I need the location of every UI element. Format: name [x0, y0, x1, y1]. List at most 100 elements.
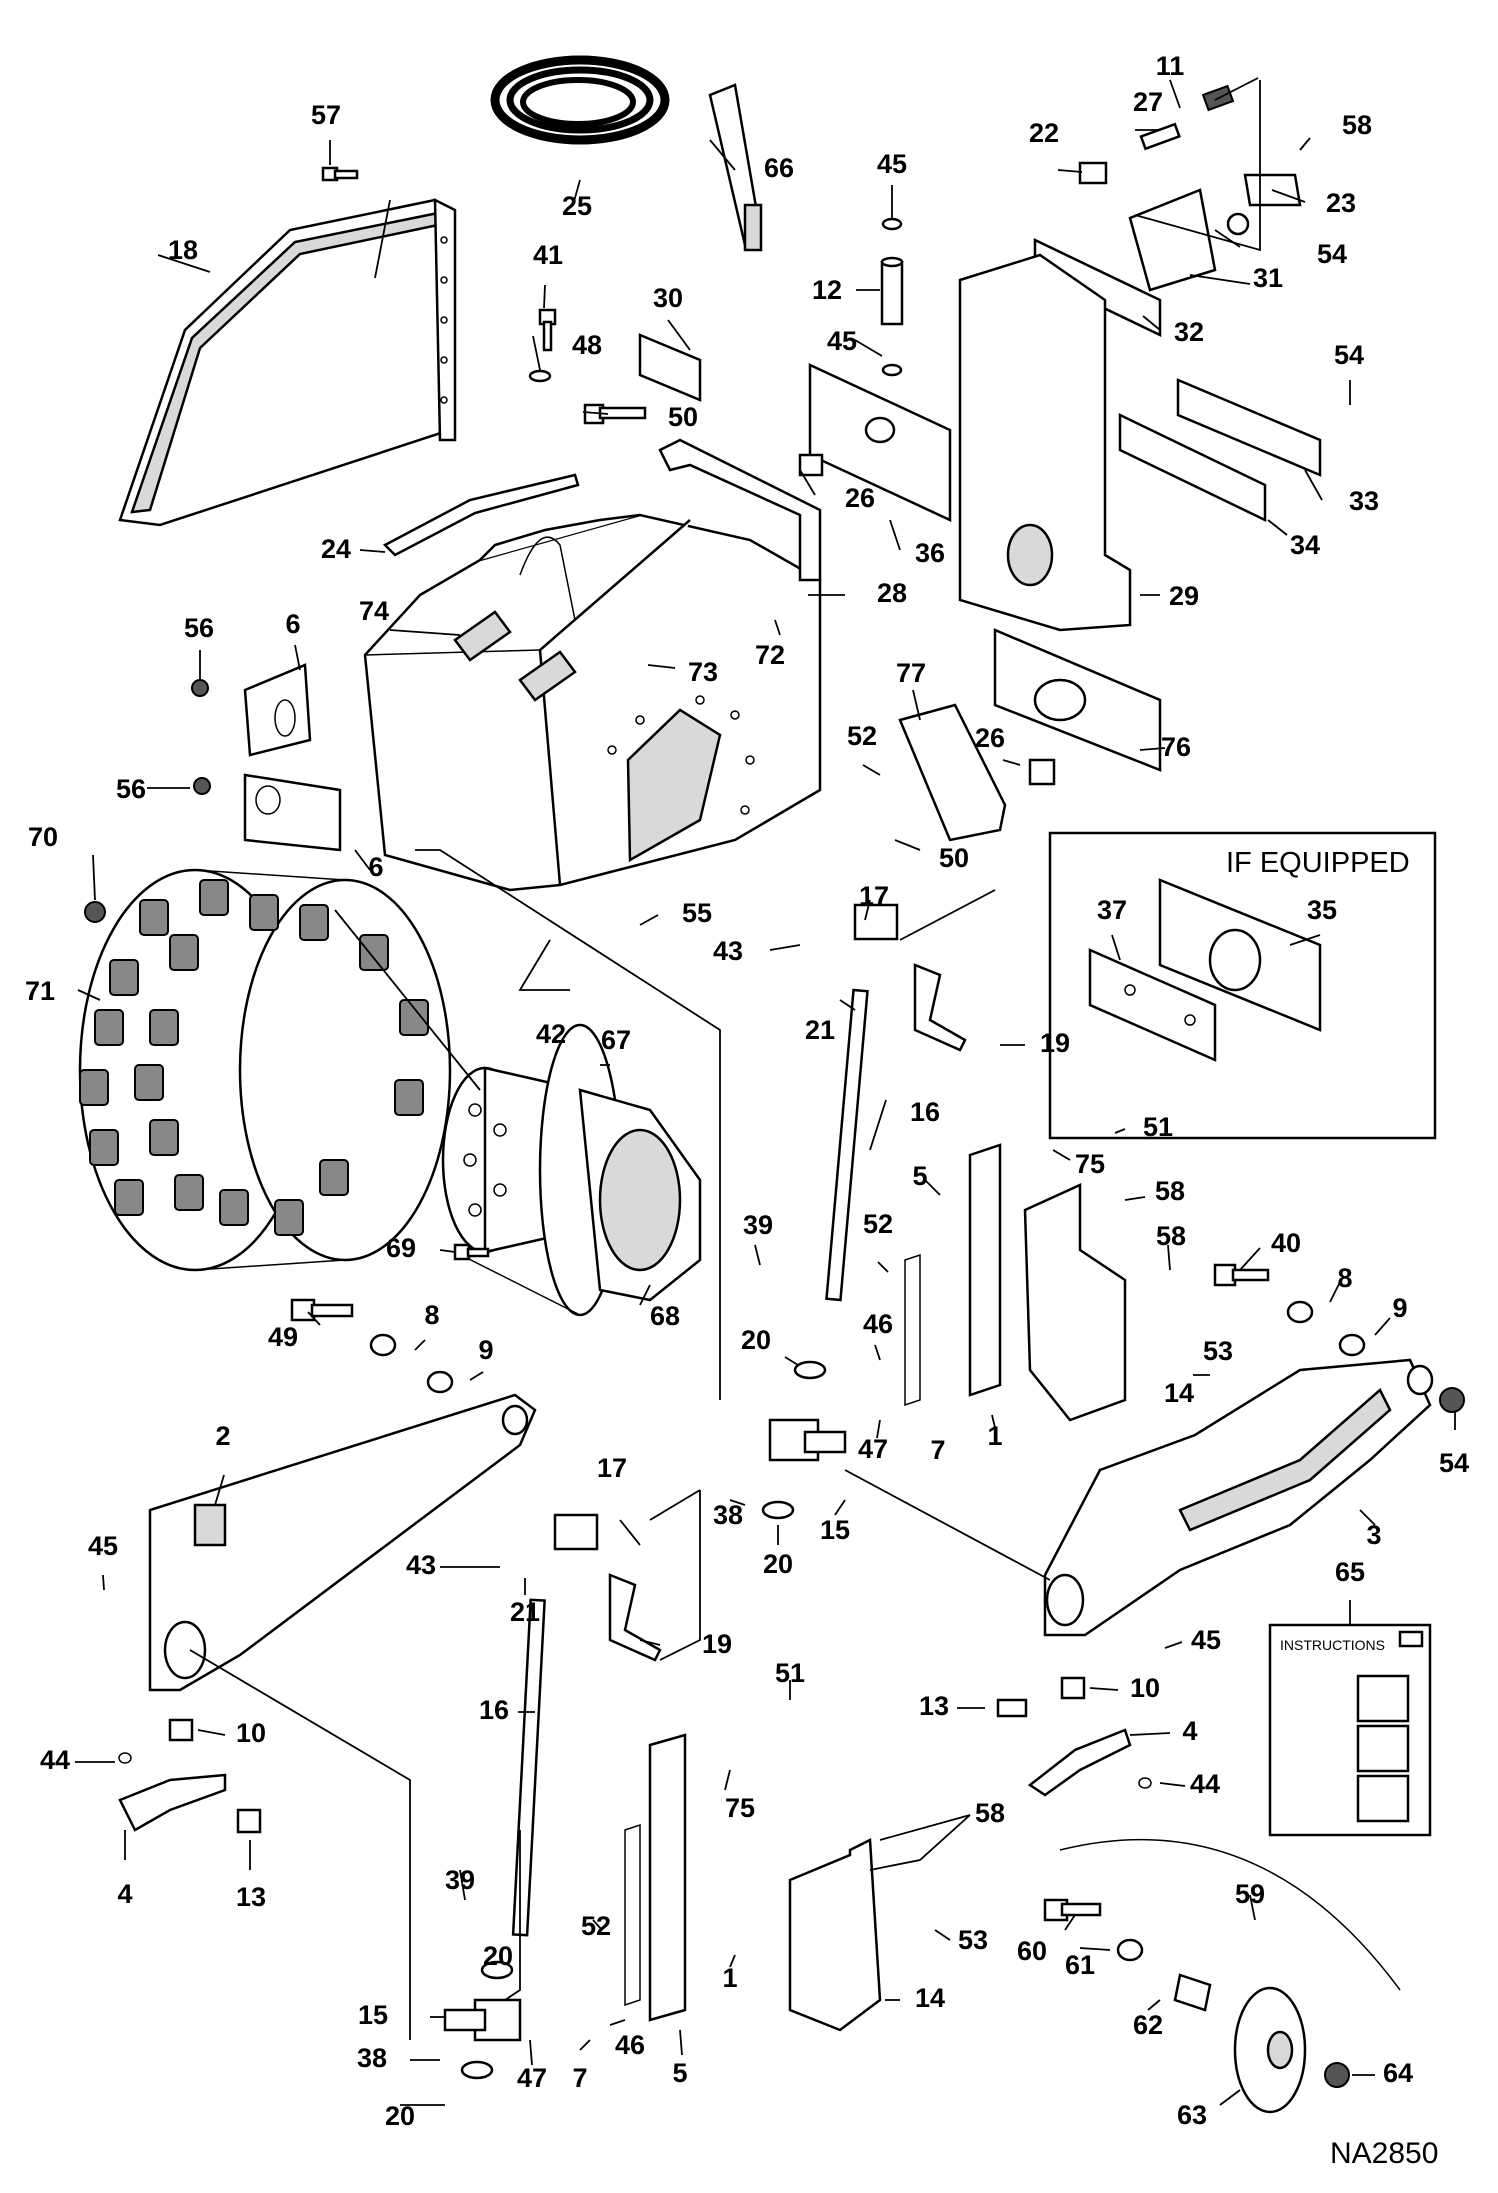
callout-label: 20 — [385, 2101, 415, 2131]
callout-label: 33 — [1349, 486, 1379, 516]
fasteners-30-41-48-50 — [528, 308, 702, 425]
callout-label: 17 — [859, 881, 889, 911]
callout-label: 26 — [975, 723, 1005, 753]
side-plate-29 — [958, 253, 1132, 632]
cutter-ring-71 — [78, 868, 452, 1272]
callout-label: 46 — [863, 1309, 893, 1339]
callout-label: 4 — [117, 1879, 132, 1909]
callout-label: 56 — [184, 613, 214, 643]
latch-plates-23-31-32 — [1033, 173, 1302, 337]
callout-label: 44 — [1190, 1769, 1220, 1799]
callout-label: 20 — [483, 1941, 513, 1971]
callout-label: 71 — [25, 976, 55, 1006]
pivot-parts-left — [118, 1718, 262, 1834]
fasteners-40-8-9 — [1213, 1263, 1465, 1413]
callout-label: 41 — [533, 240, 563, 270]
callout-label: 54 — [1334, 340, 1364, 370]
callout-label: 10 — [1130, 1673, 1160, 1703]
side-shield-18 — [118, 197, 457, 527]
cutter-housing-28-73 — [363, 438, 822, 892]
callout-label: 6 — [368, 852, 383, 882]
callout-label: 10 — [236, 1718, 266, 1748]
callout-label: 48 — [572, 330, 602, 360]
callout-label: 58 — [975, 1798, 1005, 1828]
callout-label: 74 — [359, 596, 389, 626]
hose-coil-25 — [490, 55, 670, 145]
if-equipped-box — [1048, 831, 1437, 1140]
callout-label: 55 — [682, 898, 712, 928]
callout-label: 67 — [601, 1025, 631, 1055]
bolt-57 — [321, 166, 359, 182]
callout-label: 28 — [877, 578, 907, 608]
callout-label: 29 — [1169, 581, 1199, 611]
drawing-number: NA2850 — [1330, 2137, 1438, 2170]
callout-label: 50 — [668, 402, 698, 432]
callout-label: 47 — [517, 2063, 547, 2093]
callout-label: 21 — [510, 1597, 540, 1627]
if-equipped-label: IF EQUIPPED — [1226, 847, 1410, 879]
callout-label: 47 — [858, 1434, 888, 1464]
callout-label: 12 — [812, 275, 842, 305]
callout-label: 51 — [775, 1658, 805, 1688]
plates-5-14-lower — [624, 1733, 882, 2032]
callout-label: 70 — [28, 822, 58, 852]
callout-label: 17 — [597, 1453, 627, 1483]
shaft-assembly-lower — [443, 1513, 662, 2080]
callout-label: 16 — [910, 1097, 940, 1127]
callout-label: 25 — [562, 191, 592, 221]
callout-label: 42 — [536, 1019, 566, 1049]
brackets-6 — [191, 663, 342, 852]
callout-label: 13 — [919, 1691, 949, 1721]
callout-label: 34 — [1290, 530, 1320, 560]
pivot-parts-right — [996, 1676, 1152, 1797]
callout-label: 54 — [1317, 239, 1347, 269]
callout-label: 46 — [615, 2030, 645, 2060]
callout-label: 4 — [1182, 1716, 1197, 1746]
callout-label: 44 — [40, 1745, 70, 1775]
callout-label: 7 — [930, 1435, 945, 1465]
callout-label: 63 — [1177, 2100, 1207, 2130]
callout-label: 73 — [688, 657, 718, 687]
callout-label: 43 — [713, 936, 743, 966]
callout-label: 19 — [702, 1629, 732, 1659]
callout-label: 15 — [358, 2000, 388, 2030]
callout-label: 2 — [215, 1421, 230, 1451]
plates-33-34 — [1118, 378, 1322, 522]
callout-label: 49 — [268, 1322, 298, 1352]
callout-label: 3 — [1366, 1520, 1381, 1550]
callout-label: 58 — [1342, 110, 1372, 140]
callout-label: 60 — [1017, 1936, 1047, 1966]
callout-label: 5 — [672, 2058, 687, 2088]
callout-label: 52 — [847, 721, 877, 751]
callout-labels: 11 27 58 22 23 54 31 32 57 25 66 45 12 4… — [25, 51, 1469, 2131]
plates-5-14-upper — [904, 1143, 1127, 1422]
callout-label: 43 — [406, 1550, 436, 1580]
callout-label: 77 — [896, 658, 926, 688]
strip-24 — [382, 473, 580, 557]
callout-label: 21 — [805, 1015, 835, 1045]
callout-label: 76 — [1161, 732, 1191, 762]
instructions-label: INSTRUCTIONS — [1280, 1637, 1385, 1653]
callout-label: 32 — [1174, 317, 1204, 347]
leader-lines — [75, 77, 1456, 2106]
pin-12 — [880, 217, 904, 377]
callout-label: 54 — [1439, 1448, 1469, 1478]
instructions-sheet-65 — [1268, 1623, 1432, 1837]
callout-label: 38 — [357, 2043, 387, 2073]
callout-label: 61 — [1065, 1950, 1095, 1980]
callout-label: 68 — [650, 1301, 680, 1331]
callout-label: 27 — [1133, 87, 1163, 117]
callout-label: 6 — [285, 609, 300, 639]
arm-3 — [1043, 1358, 1434, 1637]
callout-label: 1 — [987, 1421, 1002, 1451]
callout-label: 30 — [653, 283, 683, 313]
callout-label: 24 — [321, 534, 351, 564]
callout-label: 20 — [741, 1325, 771, 1355]
callout-label: 16 — [479, 1695, 509, 1725]
callout-label: 65 — [1335, 1557, 1365, 1587]
callout-label: 31 — [1253, 263, 1283, 293]
callout-label: 13 — [236, 1882, 266, 1912]
plate-36 — [798, 363, 952, 522]
arm-2 — [148, 1393, 537, 1692]
